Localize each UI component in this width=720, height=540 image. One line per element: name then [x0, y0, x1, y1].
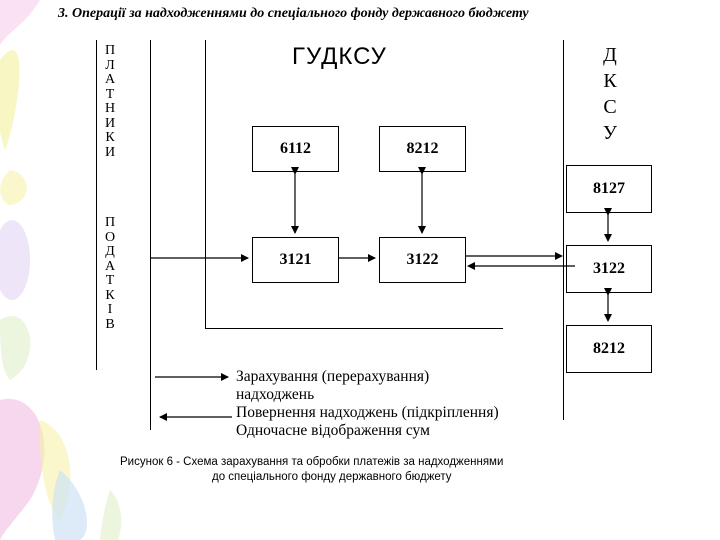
- payers-letter: Л: [105, 57, 115, 73]
- legend-item-simultaneous: Одночасне відображення сум: [236, 422, 430, 439]
- slide-title: 3. Операції за надходженнями до спеціаль…: [58, 6, 529, 21]
- payers-letter: Т: [105, 86, 115, 102]
- payers-letter: И: [104, 144, 116, 160]
- gudksu-left-border: [205, 40, 206, 329]
- account-box-3121: 3121: [252, 237, 339, 283]
- caption-line-2: до спеціального фонду державного бюджету: [212, 471, 452, 483]
- account-box-3122-gudksu: 3122: [379, 237, 466, 283]
- legend-item-transfer-cont: надходжень: [236, 386, 315, 403]
- taxes-letter: В: [105, 316, 115, 332]
- dksu-letter: У: [602, 122, 618, 144]
- taxes-letter: І: [107, 302, 113, 317]
- payers-left-border: [96, 40, 97, 370]
- dksu-letter: С: [603, 96, 617, 118]
- gudksu-right-border: [563, 40, 564, 420]
- account-box-8212-gudksu: 8212: [379, 126, 466, 172]
- legend-item-return: Повернення надходжень (підкріплення): [236, 404, 499, 421]
- account-box-6112: 6112: [252, 126, 339, 172]
- dksu-letter: Д: [603, 44, 617, 66]
- account-box-8127: 8127: [566, 165, 652, 213]
- taxes-letter: О: [104, 229, 116, 245]
- caption-line-1: Рисунок 6 - Схема зарахування та обробки…: [120, 456, 504, 468]
- gudksu-bottom-border: [205, 328, 503, 329]
- figure-caption: Рисунок 6 - Схема зарахування та обробки…: [120, 455, 503, 485]
- payers-right-border: [150, 40, 151, 430]
- payers-letter: И: [104, 115, 116, 131]
- taxes-letter: Д: [105, 244, 115, 259]
- taxes-letter: П: [104, 215, 116, 230]
- dksu-label: Д К С У: [598, 42, 622, 146]
- payers-letter: П: [104, 43, 116, 58]
- legend-item-transfer: Зарахування (перерахування): [236, 368, 430, 385]
- payers-label: П Л А Т Н И К И: [100, 43, 120, 160]
- account-box-3122-dksu: 3122: [566, 245, 652, 293]
- payers-letter: Н: [104, 101, 116, 116]
- payers-letter: А: [104, 72, 116, 87]
- legend: Зарахування (перерахування) надходжень П…: [236, 368, 499, 440]
- taxes-letter: Т: [105, 273, 115, 288]
- payers-letter: К: [105, 130, 115, 145]
- account-box-8212-dksu: 8212: [566, 325, 652, 373]
- taxes-letter: А: [104, 258, 116, 274]
- taxes-letter: К: [105, 287, 115, 303]
- gudksu-label: ГУДКСУ: [292, 43, 387, 70]
- taxes-label: П О Д А Т К І В: [100, 215, 120, 332]
- dksu-letter: К: [603, 70, 617, 92]
